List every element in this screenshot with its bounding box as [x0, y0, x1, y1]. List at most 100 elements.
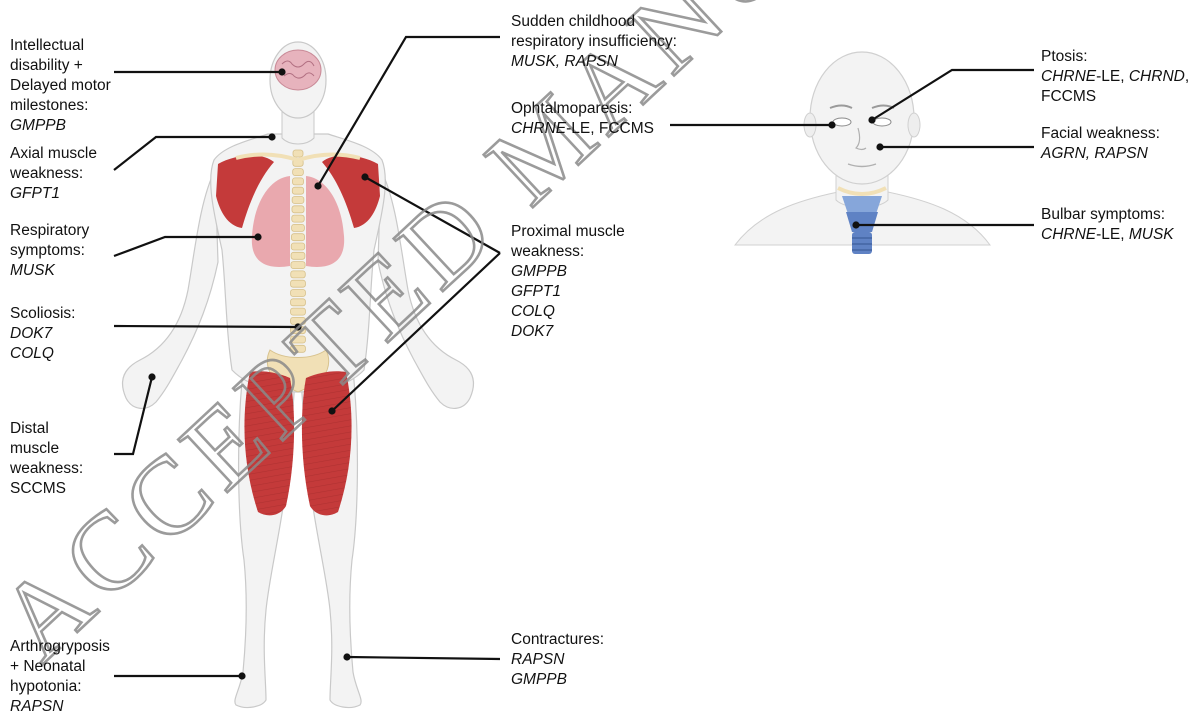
- label-line: Arthrogryposis: [10, 637, 110, 657]
- label-line: COLQ: [511, 302, 625, 322]
- label-text: FCCMS: [1041, 88, 1096, 105]
- label-text: Sudden childhood: [511, 13, 635, 30]
- label-text: Intellectual: [10, 37, 84, 54]
- label-line: milestones:: [10, 96, 111, 116]
- label-line: Scoliosis:: [10, 304, 75, 324]
- leader-intellectual-dot: [278, 68, 285, 75]
- label-line: Distal: [10, 419, 83, 439]
- label-line: weakness:: [10, 459, 83, 479]
- label-line: Contractures:: [511, 630, 604, 650]
- leader-facial-dot: [876, 143, 883, 150]
- leader-bulbar-dot: [852, 221, 859, 228]
- vertebra: [291, 252, 305, 259]
- label-line: AGRN, RAPSN: [1041, 144, 1160, 164]
- label-line: COLQ: [10, 344, 75, 364]
- label-line: MUSK: [10, 261, 89, 281]
- gene-name: CHRNE: [511, 120, 566, 137]
- vertebra: [292, 197, 304, 204]
- gene-name: MUSK, RAPSN: [511, 53, 618, 70]
- vertebra: [291, 262, 305, 269]
- label-text: Facial weakness:: [1041, 125, 1160, 142]
- gene-name: RAPSN: [10, 698, 63, 715]
- gene-name: RAPSN: [511, 651, 564, 668]
- leader-contractures-dot: [343, 653, 350, 660]
- vertebra: [292, 224, 305, 231]
- label-line: Facial weakness:: [1041, 124, 1160, 144]
- label-ptosis: Ptosis: CHRNE-LE, CHRND,FCCMS: [1041, 47, 1189, 107]
- head-figure: [735, 52, 990, 254]
- label-ophthalmoparesis: Ophtalmoparesis: CHRNE-LE, FCCMS: [511, 99, 654, 139]
- gene-name: GMPPB: [10, 117, 66, 134]
- gene-name: COLQ: [10, 345, 54, 362]
- leader-distal-dot: [148, 373, 155, 380]
- label-line: MUSK, RAPSN: [511, 52, 677, 72]
- label-line: Bulbar symptoms:: [1041, 205, 1174, 225]
- right-eye: [873, 118, 891, 126]
- label-line: DOK7: [511, 322, 625, 342]
- label-text: Ophtalmoparesis:: [511, 100, 632, 117]
- label-text: SCCMS: [10, 480, 66, 497]
- label-text: muscle: [10, 440, 59, 457]
- gene-name: GMPPB: [511, 671, 567, 688]
- label-line: DOK7: [10, 324, 75, 344]
- label-line: CHRNE-LE, MUSK: [1041, 225, 1174, 245]
- left-eye: [833, 118, 851, 126]
- label-line: GFPT1: [511, 282, 625, 302]
- label-line: weakness:: [10, 164, 97, 184]
- label-line: FCCMS: [1041, 87, 1189, 107]
- label-distal-muscle-weakness: Distal muscle weakness: SCCMS: [10, 419, 83, 499]
- leader-contractures: [347, 657, 500, 659]
- gene-name: DOK7: [511, 323, 553, 340]
- label-line: Ophtalmoparesis:: [511, 99, 654, 119]
- label-text: Distal: [10, 420, 49, 437]
- leader-respiratory-dot: [254, 233, 261, 240]
- leader-ptosis-dot: [868, 116, 875, 123]
- gene-name: AGRN, RAPSN: [1041, 145, 1148, 162]
- vertebra: [291, 243, 305, 250]
- leader-axial-dot: [268, 133, 275, 140]
- gene-name: GFPT1: [10, 185, 60, 202]
- leader-sudden-dot: [314, 182, 321, 189]
- label-text: symptoms:: [10, 242, 85, 259]
- label-line: GFPT1: [10, 184, 97, 204]
- label-axial-muscle-weakness: Axial muscleweakness:GFPT1: [10, 144, 97, 204]
- label-line: CHRNE-LE, FCCMS: [511, 119, 654, 139]
- label-line: Delayed motor: [10, 76, 111, 96]
- label-line: Sudden childhood: [511, 12, 677, 32]
- label-line: Respiratory: [10, 221, 89, 241]
- gene-name: DOK7: [10, 325, 52, 342]
- vertebra: [292, 178, 303, 185]
- left-arm: [122, 170, 218, 408]
- label-line: CHRNE-LE, CHRND,: [1041, 67, 1189, 87]
- label-text: hypotonia:: [10, 678, 82, 695]
- leader-arthro-dot: [238, 672, 245, 679]
- label-line: RAPSN: [511, 650, 604, 670]
- label-respiratory-symptoms: Respiratory symptoms: MUSK: [10, 221, 89, 281]
- label-line: SCCMS: [10, 479, 83, 499]
- label-text: weakness:: [10, 460, 83, 477]
- vertebra: [293, 169, 304, 176]
- label-line: disability +: [10, 56, 111, 76]
- label-line: muscle: [10, 439, 83, 459]
- leader-proximal-a-dot: [361, 173, 368, 180]
- gene-name: CHRNE: [1041, 226, 1096, 243]
- label-text: Ptosis:: [1041, 48, 1088, 65]
- gene-name: GFPT1: [511, 283, 561, 300]
- label-line: + Neonatal: [10, 657, 110, 677]
- vertebra: [292, 215, 304, 222]
- label-text: Respiratory: [10, 222, 89, 239]
- label-text: + Neonatal: [10, 658, 85, 675]
- label-arthrogryposis: Arthrogryposis+ Neonatal hypotonia: RAPSN: [10, 637, 110, 717]
- label-text: respiratory insufficiency:: [511, 33, 677, 50]
- label-facial-weakness: Facial weakness: AGRN, RAPSN: [1041, 124, 1160, 164]
- label-line: Ptosis:: [1041, 47, 1189, 67]
- label-line: weakness:: [511, 242, 625, 262]
- label-text: disability +: [10, 57, 83, 74]
- label-contractures: Contractures:RAPSN GMPPB: [511, 630, 604, 690]
- label-sudden-respiratory-insufficiency: Sudden childhood respiratory insufficienc…: [511, 12, 677, 72]
- label-line: GMPPB: [511, 670, 604, 690]
- label-line: Proximal muscle: [511, 222, 625, 242]
- gene-name: MUSK: [10, 262, 55, 279]
